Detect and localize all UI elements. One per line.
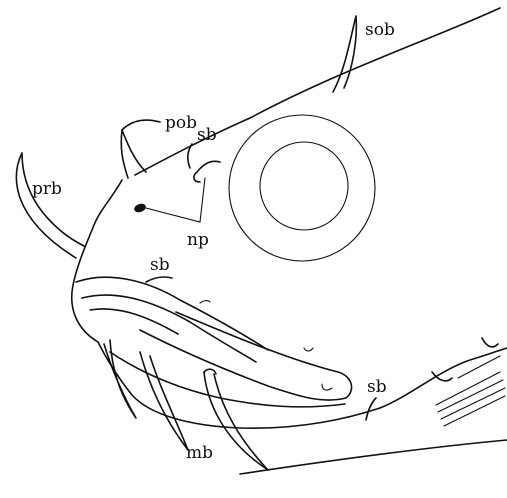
- pectoral-ray-4: [444, 396, 505, 426]
- jaw-inner-line: [90, 309, 178, 334]
- label-sob: sob: [365, 20, 395, 40]
- label-np: np: [187, 230, 209, 250]
- ventral-outline: [240, 440, 507, 474]
- mental-barbel-3: [204, 372, 268, 470]
- prerostral-barbel: [16, 153, 84, 258]
- mental-barbel-2: [140, 352, 188, 450]
- label-prb: prb: [32, 179, 62, 199]
- snout-outline: [72, 180, 122, 342]
- postorbital-barbel-hook: [122, 120, 160, 130]
- small-barbel-eye: [188, 144, 220, 172]
- supraorbital-barbel: [333, 16, 356, 92]
- pectoral-ray-1: [436, 372, 500, 405]
- pectoral-ray-2: [438, 380, 503, 412]
- nostril-ring: [194, 172, 200, 182]
- small-barbel-mid: [146, 277, 172, 282]
- label-sb-mid: sb: [150, 255, 170, 275]
- eye-inner: [260, 142, 348, 230]
- pectoral-ray-3: [441, 388, 505, 419]
- mark-3: [322, 384, 332, 390]
- np-pointer: [142, 178, 205, 222]
- label-mb: mb: [186, 443, 213, 463]
- label-sb-top: sb: [197, 125, 217, 145]
- eye-outer: [229, 115, 375, 261]
- mark-2: [304, 348, 313, 351]
- mark-1: [200, 301, 210, 303]
- label-pob: pob: [165, 113, 197, 133]
- label-sb-right: sb: [367, 377, 387, 397]
- gill-mark-2: [482, 338, 498, 347]
